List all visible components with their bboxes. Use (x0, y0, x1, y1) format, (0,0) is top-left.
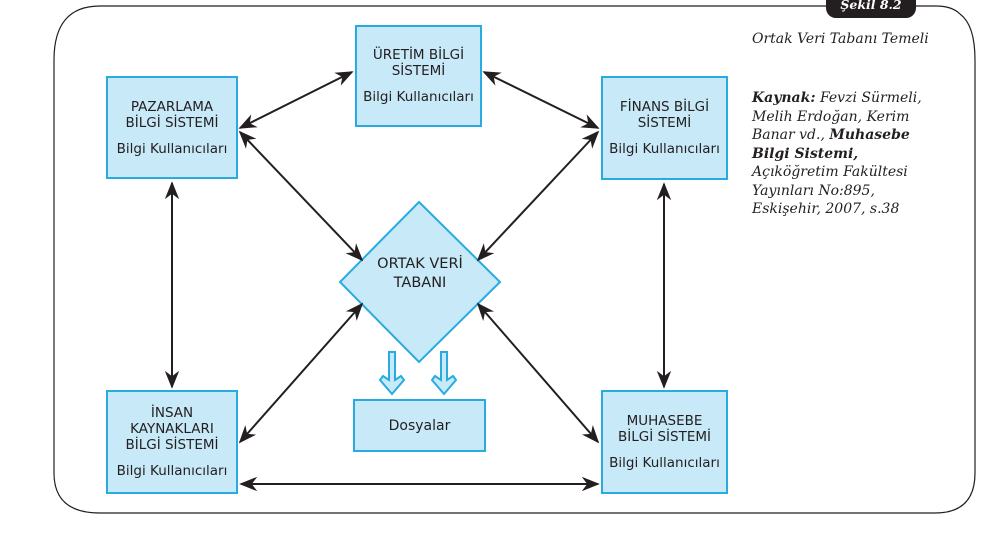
node-title: Dosyalar (388, 417, 451, 434)
source-publisher: Açıköğretim Fakültesi Yayınları No:895, … (752, 164, 908, 217)
node-users: Bilgi Kullanıcıları (363, 89, 474, 105)
edge-muhasebe-database (476, 302, 600, 444)
source-authors: Fevzi Sürmeli, Melih Erdoğan, Kerim Bana… (752, 90, 922, 143)
node-users: Bilgi Kullanıcıları (116, 140, 228, 157)
node-finans: FİNANS BİLGİ SİSTEMİ Bilgi Kullanıcıları (601, 76, 728, 180)
hollow-down-arrow-icon (378, 351, 406, 396)
database-to-files-arrows (378, 351, 458, 396)
node-files: Dosyalar (353, 399, 486, 452)
edge-pazarlama-database (238, 130, 364, 262)
node-title: MUHASEBE BİLGİ SİSTEMİ (617, 413, 712, 445)
node-users: Bilgi Kullanıcıları (609, 455, 720, 471)
source-label: Kaynak: (752, 90, 816, 106)
node-title: İNSAN KAYNAKLARI BİLGİ SİSTEMİ (125, 405, 219, 453)
database-label: ORTAK VERİ TABANI (377, 256, 463, 291)
node-muhasebe: MUHASEBE BİLGİ SİSTEMİ Bilgi Kullanıcıla… (601, 390, 728, 494)
node-uretim: ÜRETİM BİLGİ SİSTEMİ Bilgi Kullanıcıları (355, 25, 482, 127)
node-users: Bilgi Kullanıcıları (609, 141, 720, 157)
edge-insan-database (238, 302, 364, 444)
source-book-title: Muhasebe Bilgi Sistemi, (752, 127, 910, 162)
edge-finans-database (476, 130, 600, 262)
node-title: PAZARLAMA BİLGİ SİSTEMİ (125, 98, 219, 131)
node-title: FİNANS BİLGİ SİSTEMİ (619, 99, 710, 131)
node-pazarlama: PAZARLAMA BİLGİ SİSTEMİ Bilgi Kullanıcıl… (106, 76, 238, 179)
database-diamond (338, 200, 502, 364)
edge-pazarlama-uretim (238, 71, 354, 129)
frame-border (53, 5, 976, 514)
node-users: Bilgi Kullanıcıları (116, 463, 228, 479)
edge-uretim-finans (482, 71, 600, 129)
figure-badge: Şekil 8.2 (826, 0, 916, 18)
node-insan: İNSAN KAYNAKLARI BİLGİ SİSTEMİ Bilgi Kul… (106, 390, 238, 494)
figure-caption: Ortak Veri Tabanı Temeli (752, 31, 929, 47)
figure-source: Kaynak: Fevzi Sürmeli, Melih Erdoğan, Ke… (752, 89, 932, 219)
node-title: ÜRETİM BİLGİ SİSTEMİ (372, 47, 465, 79)
hollow-down-arrow-icon (430, 351, 458, 396)
